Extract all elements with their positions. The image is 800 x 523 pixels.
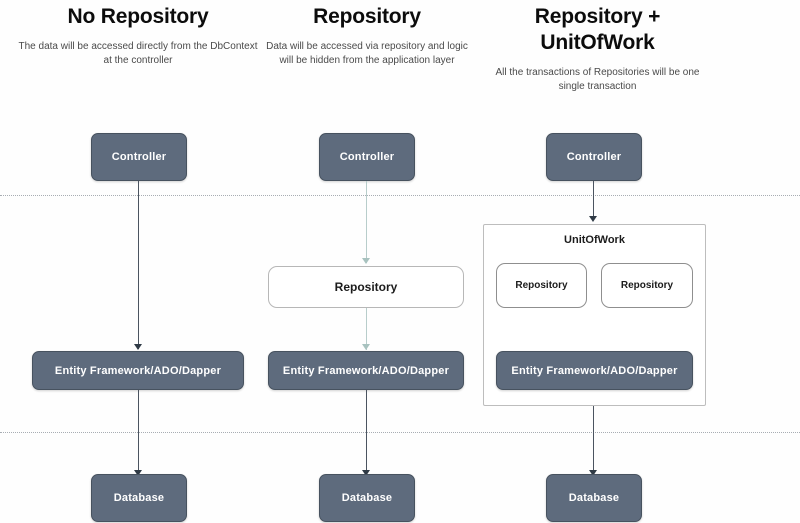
node-repository-left-col3[interactable]: Repository [496, 263, 587, 308]
divider-line-bottom [0, 432, 800, 433]
column-title: No Repository [67, 5, 209, 28]
connector-dataaccess-to-database-col2 [366, 390, 367, 476]
connector-controller-to-repository-col2 [366, 181, 367, 263]
node-controller-col1[interactable]: Controller [91, 133, 187, 181]
node-database-col3[interactable]: Database [546, 474, 642, 522]
column-header-repository: Repository Data will be accessed via rep… [262, 4, 472, 68]
arrowhead-database-col2 [362, 470, 370, 476]
node-label: Entity Framework/ADO/Dapper [54, 364, 222, 377]
arrowhead-repository-col2 [362, 258, 370, 264]
node-database-col2[interactable]: Database [319, 474, 415, 522]
connector-repository-to-dataaccess-col2 [366, 308, 367, 350]
node-database-col1[interactable]: Database [91, 474, 187, 522]
node-data-access-col2[interactable]: Entity Framework/ADO/Dapper [268, 351, 464, 390]
arrowhead-dataaccess-col2 [362, 344, 370, 350]
column-title: Repository [313, 5, 421, 28]
node-controller-col3[interactable]: Controller [546, 133, 642, 181]
node-label: Controller [111, 151, 167, 163]
node-label: Entity Framework/ADO/Dapper [511, 364, 678, 377]
group-unitofwork-label: UnitOfWork [564, 234, 625, 246]
column-subtitle: All the transactions of Repositories wil… [495, 67, 700, 92]
node-repository-right-col3[interactable]: Repository [601, 263, 693, 308]
arrowhead-unitofwork-col3 [589, 216, 597, 222]
node-controller-col2[interactable]: Controller [319, 133, 415, 181]
connector-controller-to-dataaccess-col1 [138, 181, 139, 349]
connector-controller-to-unitofwork-col3 [593, 181, 594, 219]
node-label: Repository [620, 280, 674, 291]
column-subtitle: The data will be accessed directly from … [18, 41, 258, 66]
column-header-no-repository: No Repository The data will be accessed … [18, 4, 258, 68]
column-header-repository-unitofwork: Repository + UnitOfWork All the transact… [490, 4, 705, 94]
node-label: Database [341, 492, 393, 504]
column-subtitle: Data will be accessed via repository and… [266, 41, 468, 66]
node-label: Repository [515, 280, 568, 291]
node-repository-col2[interactable]: Repository [268, 266, 464, 308]
node-label: Controller [339, 151, 395, 163]
connector-dataaccess-to-database-col1 [138, 390, 139, 476]
node-label: Entity Framework/ADO/Dapper [282, 364, 450, 377]
arrowhead-database-col3 [589, 470, 597, 476]
node-label: Database [113, 492, 165, 504]
arrowhead-dataaccess-col1 [134, 344, 142, 350]
column-title: Repository + UnitOfWork [534, 5, 661, 54]
node-label: Database [568, 492, 620, 504]
node-label: Repository [334, 280, 398, 294]
node-label: Controller [566, 151, 622, 163]
connector-unitofwork-to-database-col3 [593, 406, 594, 476]
node-data-access-col1[interactable]: Entity Framework/ADO/Dapper [32, 351, 244, 390]
arrowhead-database-col1 [134, 470, 142, 476]
divider-line-top [0, 195, 800, 196]
node-data-access-col3[interactable]: Entity Framework/ADO/Dapper [496, 351, 693, 390]
